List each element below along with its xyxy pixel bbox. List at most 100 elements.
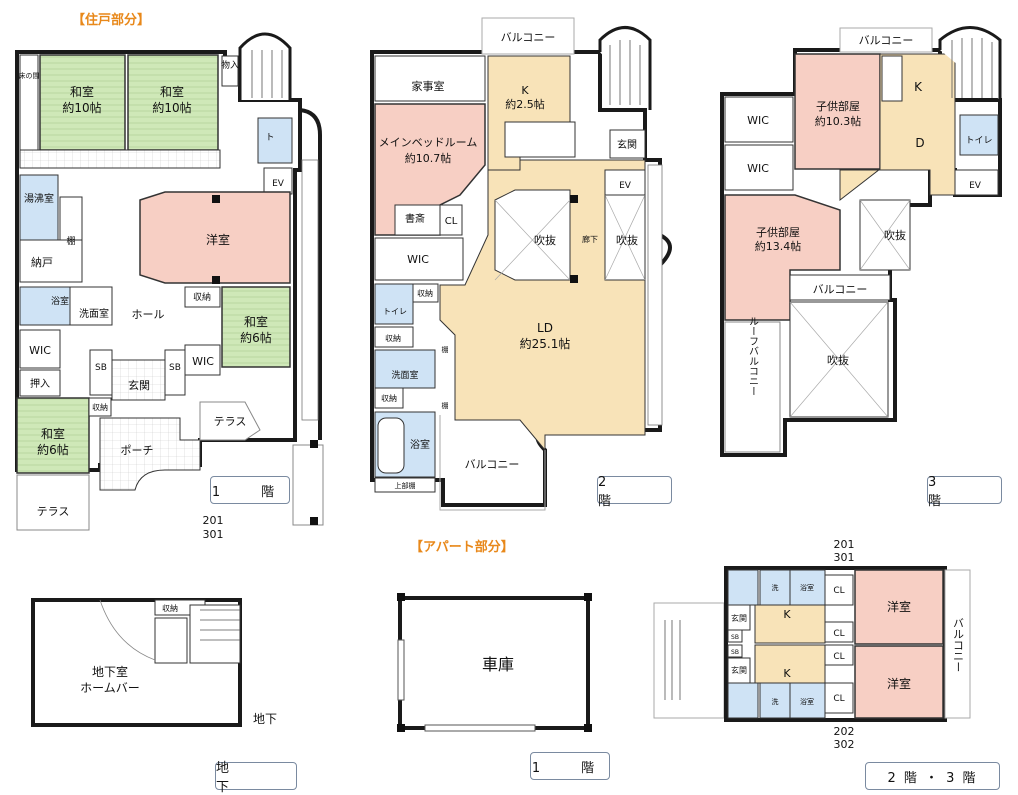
room-dining-3f: D: [915, 136, 924, 150]
label-apt-cl-3: CL: [833, 652, 844, 662]
label-apt-cl-4: CL: [833, 694, 844, 704]
room-genkan-2f: 玄関: [617, 138, 637, 151]
house-title: 【住戸部分】: [72, 12, 150, 28]
room-washroom-2f: 洗面室: [391, 369, 418, 381]
room-balcony-3f-top: バルコニー: [859, 34, 914, 47]
room-apt-kitchen-2: K: [783, 667, 791, 680]
room-kaji: 家事室: [412, 79, 445, 93]
label-toilet-1f: ト: [265, 133, 274, 143]
label-apt-genkan-2: 玄関: [731, 665, 747, 675]
label-tokonoma: 床の間: [19, 71, 40, 80]
unit-number-201b: 201: [834, 538, 855, 551]
label-ev-3f: EV: [969, 181, 982, 191]
room-ld: LD: [537, 321, 553, 335]
room-washitsu-10a-size: 約10帖: [62, 100, 101, 115]
label-ev-1f: EV: [272, 179, 285, 189]
room-kitchen-2f: K: [521, 84, 529, 97]
room-oshiire: 押入: [30, 377, 50, 390]
floor-label-1f: 1 階: [210, 476, 290, 504]
label-apt-genkan-1: 玄関: [731, 613, 747, 623]
room-garage: 車庫: [482, 655, 514, 674]
label-toilet-2f: トイレ: [383, 307, 407, 316]
room-kitchen-2f-size: 約2.5帖: [505, 97, 545, 111]
label-apt-sb-2: SB: [731, 649, 739, 656]
apartment-title: 【アパート部分】: [410, 539, 514, 555]
room-washitsu-6b: 和室: [41, 426, 65, 441]
room-washitsu-10b-size: 約10帖: [152, 100, 191, 115]
room-apt-youshitsu-1: 洋室: [887, 599, 911, 614]
room-shosai: 書斎: [405, 212, 425, 225]
room-apt-balcony: バルコニー: [952, 618, 965, 673]
room-apt-youshitsu-2: 洋室: [887, 676, 911, 691]
floor-3-plan: [720, 26, 1002, 457]
label-tana-2f-a: 棚: [442, 345, 449, 354]
label-apt-sb-1: SB: [731, 634, 739, 641]
room-youshitsu-1f: 洋室: [206, 232, 230, 247]
room-kids-1: 子供部屋: [816, 99, 860, 113]
room-bath-2f: 浴室: [410, 438, 430, 451]
label-apt-sen-2: 洗: [772, 697, 779, 706]
label-tana-2f-b: 棚: [442, 401, 449, 410]
room-wic-3f-b: WIC: [747, 162, 769, 175]
room-washitsu-10a: 和室: [70, 84, 94, 99]
room-washroom-1f: 洗面室: [79, 307, 109, 320]
room-porch: ポーチ: [121, 444, 154, 457]
room-wic-1f-a: WIC: [29, 344, 51, 357]
label-shuno-2f-a: 収納: [417, 288, 433, 298]
floor-2-plan: [370, 17, 672, 511]
label-cl-2f: CL: [445, 216, 458, 227]
label-shuno-basement: 収納: [162, 603, 178, 613]
room-terrace-1f-a: テラス: [214, 415, 247, 428]
room-kids-1-size: 約10.3帖: [815, 114, 862, 128]
room-roof-balcony: ルーフバルコニー: [747, 316, 759, 396]
unit-number-202: 202: [834, 725, 855, 738]
label-sb-1f-b: SB: [169, 363, 181, 373]
room-yuwaka: 湯沸室: [24, 192, 54, 205]
room-washitsu-6b-size: 約6帖: [37, 442, 69, 457]
floor-1-plan: [15, 32, 324, 531]
label-shuno-2f-c: 収納: [381, 393, 397, 403]
apartment-floor-2-3-plan: [653, 566, 971, 722]
room-balcony-2f-top: バルコニー: [501, 31, 556, 44]
label-tana: 棚: [66, 235, 75, 247]
label-toilet-3f: トイレ: [965, 136, 992, 146]
room-fukinuke-2f-b: 吹抜: [616, 233, 638, 247]
label-apt-sen-1: 洗: [772, 583, 779, 592]
label-rouka: 廊下: [582, 234, 598, 244]
room-apt-kitchen-1: K: [783, 608, 791, 621]
room-washitsu-6a: 和室: [244, 314, 268, 329]
room-main-bedroom: メインベッドルーム: [379, 136, 478, 149]
label-jobu-dana: 上部棚: [395, 481, 416, 490]
label-shuno-1f: 収納: [193, 291, 211, 303]
unit-number-302: 302: [834, 738, 855, 751]
label-sb-1f-a: SB: [95, 363, 107, 373]
floor-label-basement: 地 下: [215, 761, 297, 795]
room-fukinuke-3f-a: 吹抜: [884, 228, 906, 242]
room-kids-2-size: 約13.4帖: [755, 239, 802, 253]
room-wic-1f-b: WIC: [192, 355, 214, 368]
unit-number-301b: 301: [834, 551, 855, 564]
room-home-bar: ホームバー: [80, 681, 140, 695]
room-fukinuke-3f-b: 吹抜: [827, 353, 849, 367]
room-nando: 納戸: [31, 256, 53, 269]
room-genkan-1f: 玄関: [128, 378, 150, 392]
room-hall: ホール: [132, 308, 165, 321]
label-shuno-2f-b: 収納: [385, 333, 401, 343]
floor-label-apt-2f-3f: 2 階 ・ 3 階: [865, 762, 1000, 790]
room-main-bedroom-size: 約10.7帖: [405, 151, 452, 165]
label-apt-cl-1: CL: [833, 586, 844, 596]
room-balcony-3f: バルコニー: [813, 283, 868, 296]
label-apt-bath-2: 浴室: [800, 697, 814, 706]
room-kids-2: 子供部屋: [756, 225, 800, 239]
room-wic-2f: WIC: [407, 253, 429, 266]
room-washitsu-6a-size: 約6帖: [240, 330, 272, 345]
floor-label-2f: 2 階: [597, 475, 672, 509]
label-apt-bath-1: 浴室: [800, 583, 814, 592]
room-ld-size: 約25.1帖: [520, 336, 571, 351]
unit-number-301: 301: [203, 528, 224, 541]
room-washitsu-10b: 和室: [160, 84, 184, 99]
room-bath-1f: 浴室: [51, 295, 69, 307]
label-apt-cl-2: CL: [833, 629, 844, 639]
label-basement: 地下: [253, 712, 277, 726]
